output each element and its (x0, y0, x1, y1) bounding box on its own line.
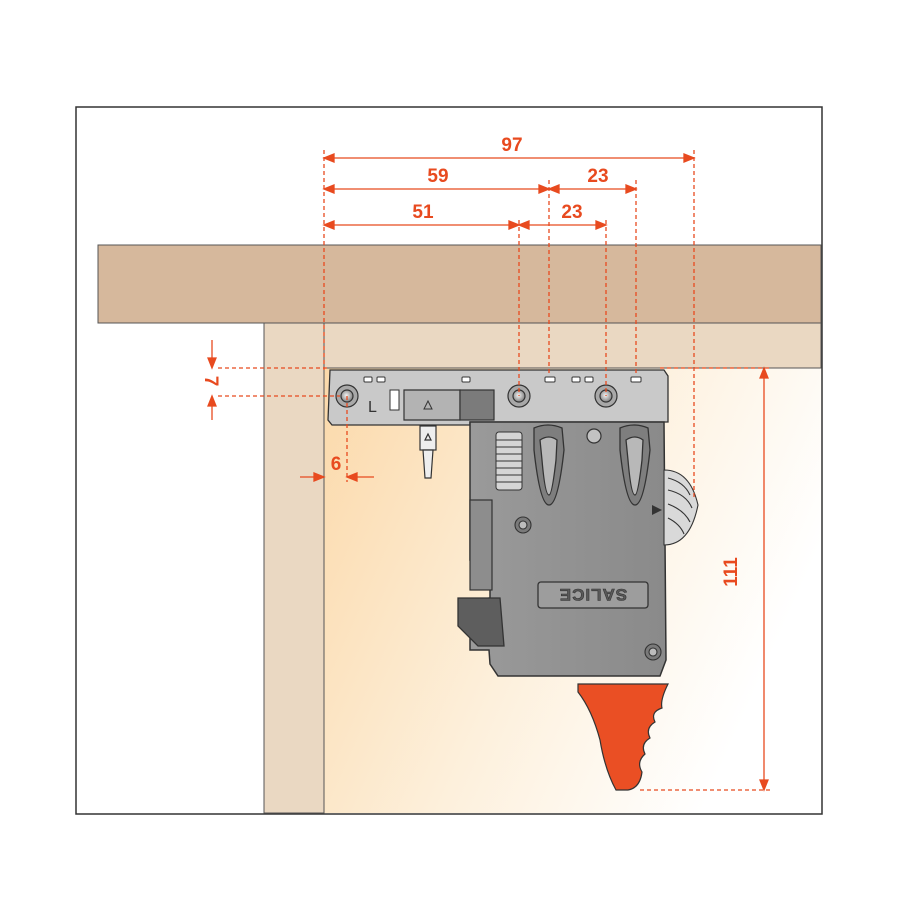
brand-badge (537, 581, 649, 609)
rosette-wheel (663, 469, 699, 546)
dim-spacing-upper: 23 (587, 166, 608, 187)
brand-logo-text: SALICE (559, 585, 627, 604)
push-latch-mechanism: L (327, 369, 699, 791)
dim-horizontal-offset: 6 (331, 454, 342, 475)
housing-side-rail (469, 499, 493, 591)
dimension-labels: 97 59 23 51 23 7 6 111 (200, 135, 742, 587)
push-actuator (577, 683, 669, 791)
front-bracket (457, 597, 505, 647)
dim-height: 111 (721, 557, 742, 587)
dim-vertical-offset: 7 (200, 376, 221, 387)
arrow-marker-icon (652, 505, 662, 515)
side-marker-label: L (368, 399, 377, 416)
spring-slots (533, 424, 651, 506)
dim-offset-51: 51 (412, 202, 434, 223)
cabinet-top-panel (263, 322, 822, 369)
plate-notch (389, 389, 400, 411)
dim-total-width: 97 (501, 135, 522, 156)
center-screw (586, 428, 602, 444)
dim-offset-59: 59 (427, 166, 448, 187)
worktop (97, 244, 822, 324)
triangle-marker-icon (423, 399, 433, 410)
alignment-pin (419, 425, 437, 479)
dimension-lines (207, 150, 770, 792)
adjuster-clip (403, 389, 461, 421)
plate-slots (363, 376, 642, 383)
cabinet-side-panel (263, 322, 325, 814)
dim-spacing-lower: 23 (561, 202, 582, 223)
body-screws (514, 516, 662, 661)
adjuster-clip-dark (459, 389, 495, 421)
ribbed-knob (495, 431, 523, 491)
